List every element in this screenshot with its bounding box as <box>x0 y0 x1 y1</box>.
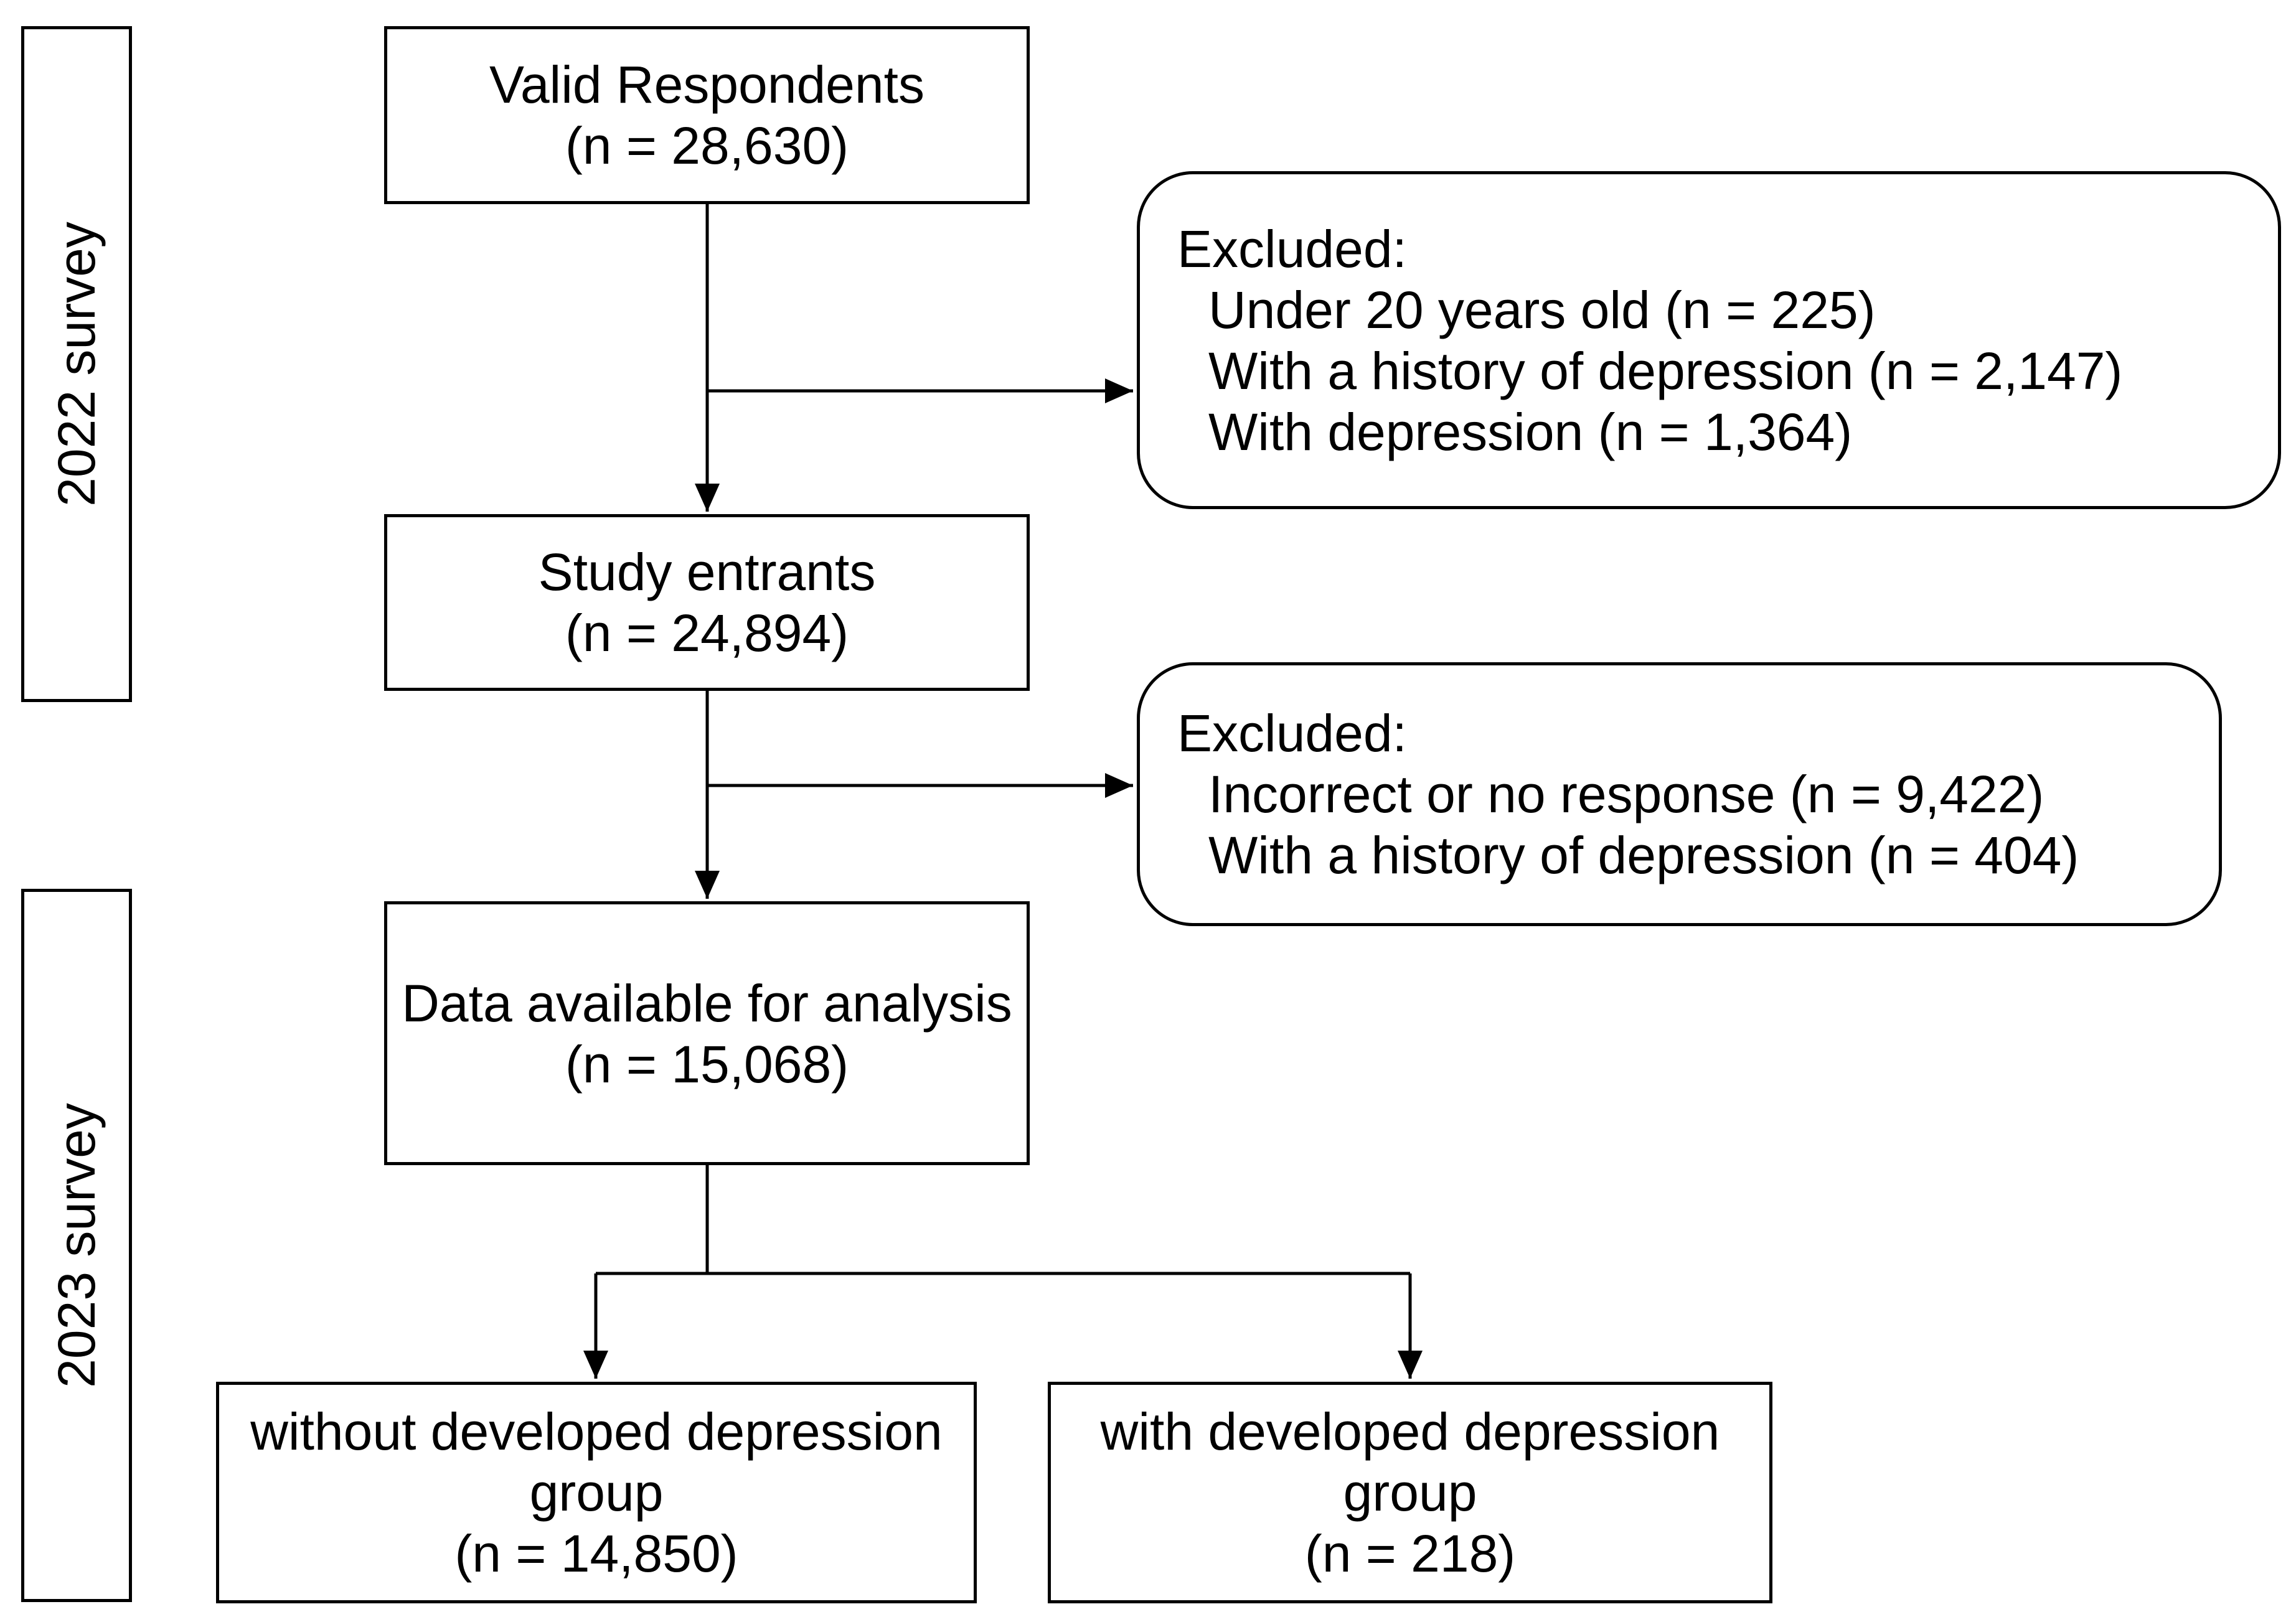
survey-label-2022-text: 2022 survey <box>47 222 106 507</box>
exclusion-1-item: With depression (n = 1,364) <box>1208 402 1853 461</box>
exclusion-2-item: Incorrect or no response (n = 9,422) <box>1208 765 2044 823</box>
with-depression-box: with developed depression group (n = 218… <box>1048 1382 1772 1603</box>
survey-label-2023: 2023 survey <box>21 889 132 1602</box>
analysis-box: Data available for analysis (n = 15,068) <box>384 901 1030 1165</box>
study-entrants-label: Study entrants <box>538 543 876 601</box>
with-depression-label-1: with developed depression <box>1100 1402 1720 1461</box>
valid-respondents-count: (n = 28,630) <box>565 116 849 175</box>
with-depression-label-2: group <box>1343 1463 1477 1522</box>
study-entrants-count: (n = 24,894) <box>565 604 849 662</box>
without-depression-count: (n = 14,850) <box>454 1524 738 1583</box>
without-depression-label-2: group <box>529 1463 664 1522</box>
analysis-count: (n = 15,068) <box>565 1035 849 1094</box>
without-depression-label-1: without developed depression <box>250 1402 943 1461</box>
valid-respondents-box: Valid Respondents (n = 28,630) <box>384 26 1030 204</box>
exclusion-2-item: With a history of depression (n = 404) <box>1208 826 2079 884</box>
exclusion-1-item: With a history of depression (n = 2,147) <box>1208 341 2123 400</box>
exclusion-box-2: Excluded: Incorrect or no response (n = … <box>1137 662 2222 926</box>
exclusion-1-heading: Excluded: <box>1177 219 1407 278</box>
exclusion-box-1: Excluded: Under 20 years old (n = 225) W… <box>1137 171 2281 509</box>
survey-label-2023-text: 2023 survey <box>47 1103 106 1388</box>
exclusion-2-heading: Excluded: <box>1177 704 1407 762</box>
analysis-label: Data available for analysis <box>402 974 1012 1033</box>
valid-respondents-label: Valid Respondents <box>489 55 925 114</box>
exclusion-1-item: Under 20 years old (n = 225) <box>1208 280 1876 339</box>
study-entrants-box: Study entrants (n = 24,894) <box>384 514 1030 691</box>
without-depression-box: without developed depression group (n = … <box>216 1382 977 1603</box>
survey-label-2022: 2022 survey <box>21 26 132 702</box>
with-depression-count: (n = 218) <box>1304 1524 1516 1583</box>
